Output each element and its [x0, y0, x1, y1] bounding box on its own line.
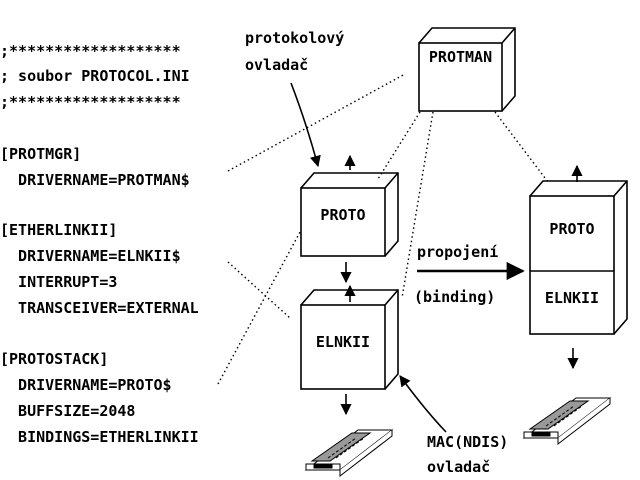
config-section-protostack: [PROTOSTACK]	[0, 350, 109, 368]
protocol-driver-label-line-2: ovladač	[245, 56, 309, 74]
binding-label-line-2: (binding)	[414, 288, 496, 306]
connector-protman-proto	[377, 111, 421, 180]
binding-label-line-1: propojení	[417, 243, 499, 261]
config-line-protmgr-drivername: DRIVERNAME=PROTMAN$	[0, 171, 190, 189]
config-section-protmgr: [PROTMGR]	[0, 145, 82, 163]
config-section-etherlinkii: [ETHERLINKII]	[0, 221, 118, 239]
elnkii-box: ELNKII	[300, 289, 399, 390]
config-line-transceiver: TRANSCEIVER=EXTERNAL	[0, 299, 199, 317]
protocol-driver-label-line-1: protokolový	[245, 29, 345, 47]
mac-driver-label-line-2: ovladač	[427, 458, 491, 476]
bound-stack-box: PROTO ELNKII	[529, 180, 628, 335]
elnkii-label: ELNKII	[316, 333, 370, 351]
protman-box: PROTMAN	[418, 27, 516, 112]
dotted-connectors	[217, 73, 549, 385]
connector-protostack-proto	[217, 231, 301, 385]
bound-proto-label: PROTO	[549, 220, 594, 238]
config-comment-line-1: ;*******************	[0, 42, 181, 60]
config-line-interrupt: INTERRUPT=3	[0, 273, 118, 291]
mac-driver-label-line-1: MAC(NDIS)	[427, 433, 509, 451]
config-line-proto-drivername: DRIVERNAME=PROTO$	[0, 376, 172, 394]
protocol-driver-pointer-arrow	[290, 82, 321, 168]
connector-protman-bound-stack	[494, 111, 549, 183]
connector-etherlinkii-elnkii	[227, 261, 291, 319]
connector-protmgr-protman	[227, 73, 406, 172]
config-line-buffsize: BUFFSIZE=2048	[0, 402, 136, 420]
config-line-elnkii-drivername: DRIVERNAME=ELNKII$	[0, 247, 181, 265]
config-comment-line-3: ;*******************	[0, 93, 181, 111]
protman-label: PROTMAN	[429, 48, 492, 66]
config-line-bindings: BINDINGS=ETHERLINKII	[0, 428, 199, 446]
proto-label: PROTO	[320, 206, 365, 224]
proto-box: PROTO	[300, 172, 399, 257]
bound-network-card-icon	[522, 397, 612, 446]
bound-elnkii-label: ELNKII	[545, 289, 599, 307]
mac-driver-pointer-arrow	[399, 375, 447, 433]
config-comment-line-2: ; soubor PROTOCOL.INI	[0, 67, 190, 85]
network-card-icon	[304, 429, 394, 478]
